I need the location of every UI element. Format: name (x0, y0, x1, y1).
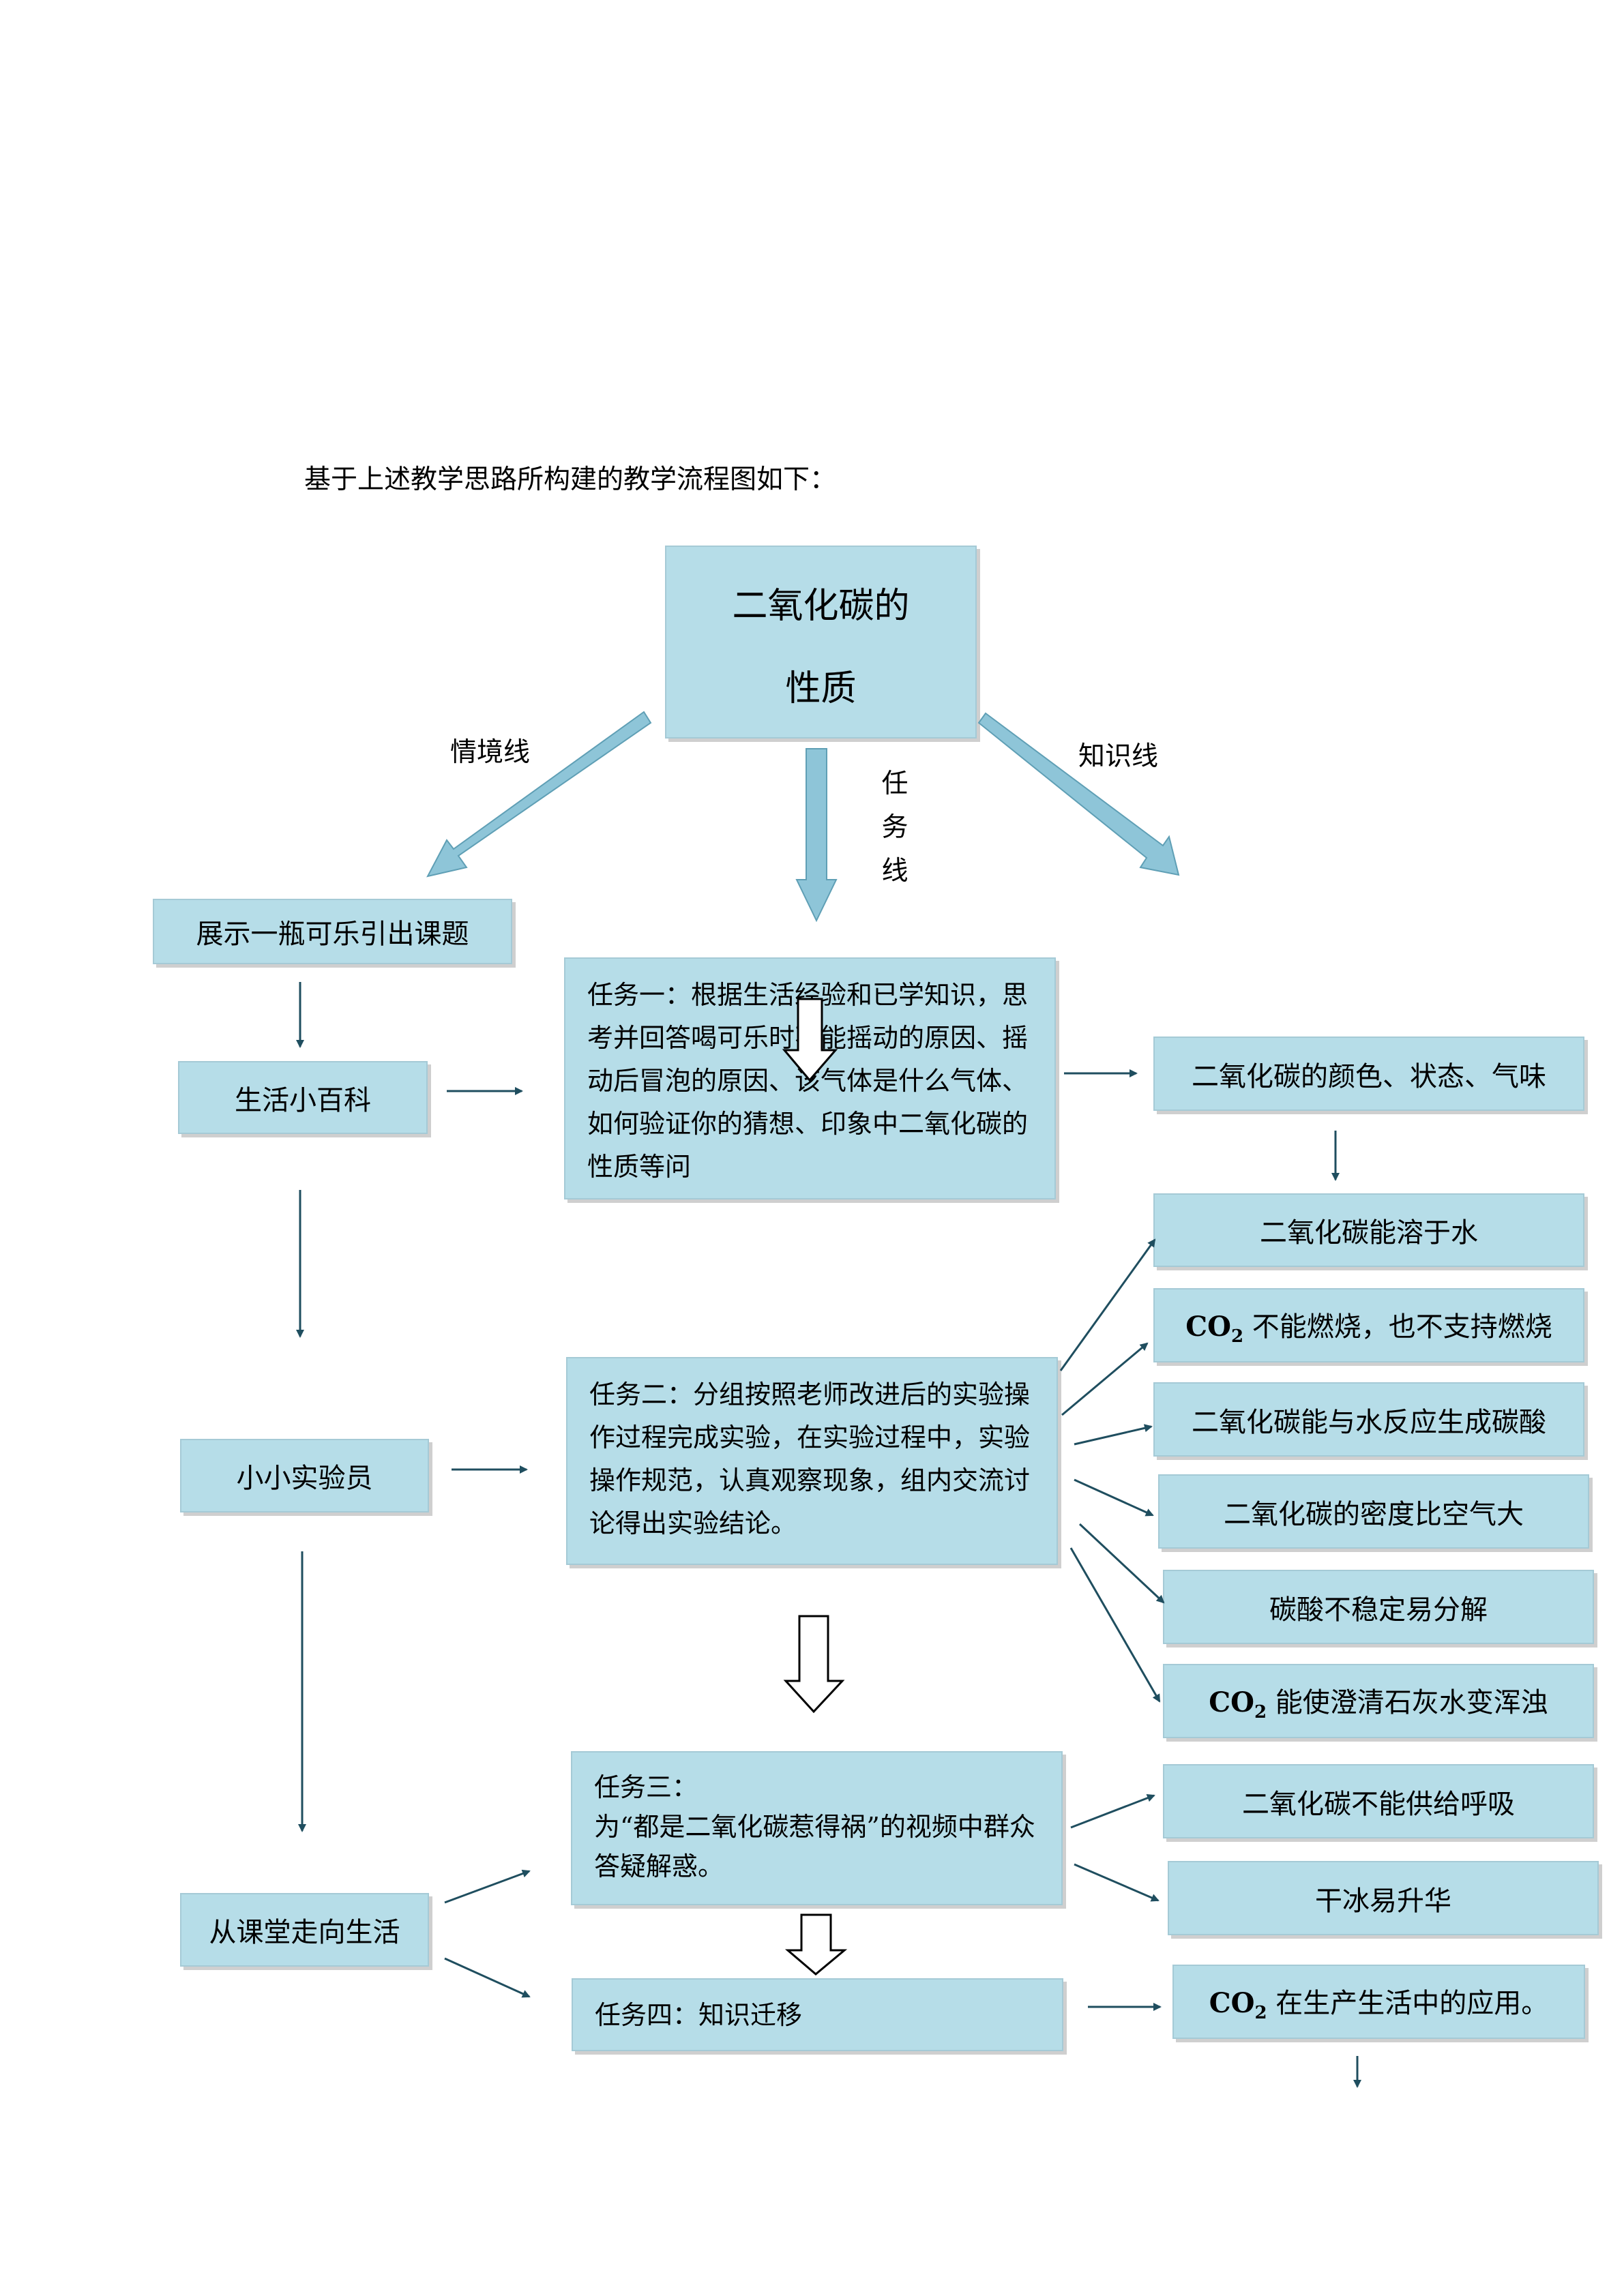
knowledge-not-combustible: CO2 不能燃烧，也不支持燃烧 (1153, 1288, 1584, 1362)
hollow-arrow-in-task-one (782, 998, 838, 1082)
task-one-title: 任务一： (587, 980, 692, 1010)
hollow-arrow-task-two-to-three (783, 1615, 845, 1714)
context-line-label: 情境线 (450, 737, 531, 768)
knowledge-applications: CO2 在生产生活中的应用。 (1172, 1965, 1585, 2039)
arrow-task-three-to-k9 (1074, 1863, 1160, 1902)
arrow-task-two-to-k7 (1069, 1547, 1161, 1703)
task-three-body: 为“都是二氧化碳惹得祸”的视频中群众答疑解惑。 (594, 1812, 1035, 1881)
task-three-title: 任务三： (594, 1772, 698, 1802)
knowledge-dry-ice-sublimation: 干冰易升华 (1168, 1861, 1599, 1935)
task-four-box: 任务四：知识迁移 (572, 1978, 1063, 2051)
arrow-task-two-to-k5 (1074, 1478, 1154, 1517)
task-four-body: 知识迁移 (698, 2000, 803, 2030)
task-two-box: 任务二：分组按照老师改进后的实验操作过程完成实验，在实验过程中，实验操作规范，认… (566, 1357, 1058, 1565)
center-node: 二氧化碳的 性质 (665, 546, 977, 739)
knowledge-color-state-smell: 二氧化碳的颜色、状态、气味 (1153, 1037, 1584, 1111)
task-branch-arrow (795, 748, 838, 923)
arrow-task-two-to-k3 (1061, 1342, 1149, 1416)
knowledge-reacts-with-water: 二氧化碳能与水反应生成碳酸 (1153, 1382, 1584, 1457)
little-experimenter-box: 小小实验员 (180, 1439, 429, 1512)
knowledge-carbonic-acid-unstable: 碳酸不稳定易分解 (1163, 1570, 1594, 1644)
context-branch-arrow (426, 711, 652, 878)
task-three-box: 任务三： 为“都是二氧化碳惹得祸”的视频中群众答疑解惑。 (571, 1751, 1063, 1905)
task-four-title: 任务四： (595, 2000, 699, 2030)
life-encyclopedia-box: 生活小百科 (178, 1061, 428, 1134)
hollow-arrow-task-three-to-four (784, 1913, 848, 1976)
arrow-life-to-task-four (444, 1957, 531, 1998)
task-two-title: 任务二： (589, 1380, 694, 1410)
arrow-task-two-to-k6 (1078, 1523, 1165, 1604)
center-title-line2: 性质 (785, 668, 857, 709)
show-cola-box: 展示一瓶可乐引出课题 (153, 899, 512, 964)
arrow-task-two-to-k2 (1059, 1238, 1156, 1371)
knowledge-limewater-turbid: CO2 能使澄清石灰水变浑浊 (1163, 1664, 1594, 1738)
classroom-to-life-box: 从课堂走向生活 (180, 1893, 429, 1967)
arrow-life-to-task-three (444, 1869, 531, 1904)
intro-text: 基于上述教学思路所构建的教学流程图如下： (304, 464, 837, 495)
arrow-task-two-to-k4 (1074, 1424, 1153, 1446)
task-two-body: 分组按照老师改进后的实验操作过程完成实验，在实验过程中，实验操作规范，认真观察现… (589, 1380, 1031, 1538)
knowledge-line-label: 知识线 (1078, 741, 1159, 772)
knowledge-denser-than-air: 二氧化碳的密度比空气大 (1158, 1474, 1589, 1549)
knowledge-dissolves-in-water: 二氧化碳能溶于水 (1153, 1193, 1584, 1267)
arrow-task-three-to-k8 (1070, 1793, 1155, 1829)
task-line-label: 任 务 线 (881, 769, 909, 886)
center-title-line1: 二氧化碳的 (732, 586, 910, 627)
knowledge-no-respiration: 二氧化碳不能供给呼吸 (1163, 1764, 1594, 1838)
knowledge-branch-arrow (977, 712, 1180, 876)
